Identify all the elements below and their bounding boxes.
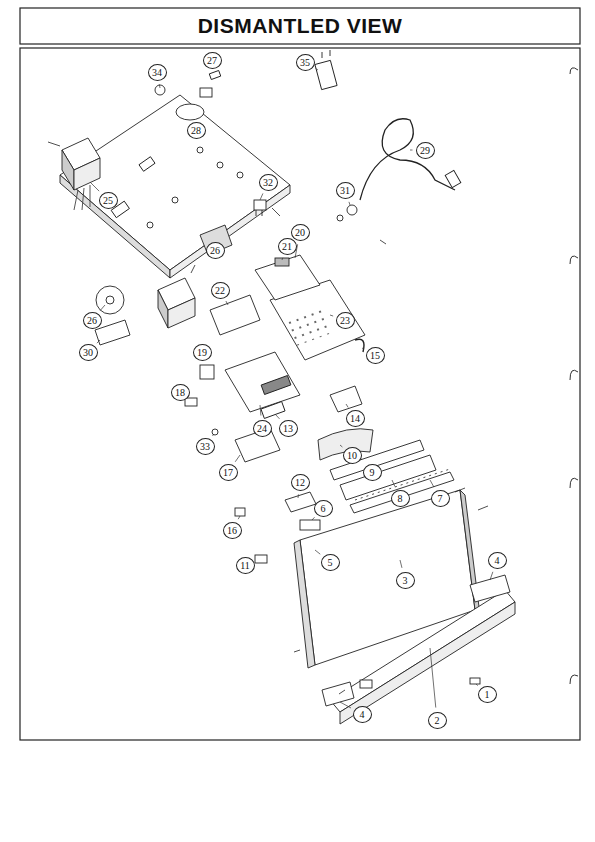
callout-number: 18 xyxy=(171,384,190,401)
callout-number: 11 xyxy=(236,557,255,574)
callout-number: 30 xyxy=(79,344,98,361)
leader-line xyxy=(100,305,105,311)
page-title: DISMANTLED VIEW xyxy=(20,8,580,44)
leader-line xyxy=(90,182,99,191)
callout-number: 35 xyxy=(296,54,315,71)
callout-number: 31 xyxy=(336,182,355,199)
callout-number: 25 xyxy=(99,192,118,209)
chassis-plate xyxy=(60,95,290,270)
callout-number: 8 xyxy=(391,490,410,507)
callout-number: 2 xyxy=(428,712,447,729)
callout-number: 22 xyxy=(211,282,230,299)
callout-number: 26 xyxy=(83,312,102,329)
leader-line xyxy=(349,202,350,205)
leader-line xyxy=(476,684,478,686)
callout-number: 14 xyxy=(346,410,365,427)
leader-line xyxy=(316,69,318,70)
callout-number: 3 xyxy=(396,572,415,589)
leader-line xyxy=(260,193,263,200)
leader-line xyxy=(410,150,413,151)
callout-number: 12 xyxy=(291,474,310,491)
parts xyxy=(60,50,515,724)
callout-number: 4 xyxy=(353,706,372,723)
leader-line xyxy=(312,517,315,520)
leader-line xyxy=(392,480,395,487)
leader-line xyxy=(330,315,333,316)
drawing-frame xyxy=(20,48,580,740)
callout-number: 16 xyxy=(223,522,242,539)
binding-marks xyxy=(570,68,578,684)
leader-line xyxy=(282,258,284,260)
callout-number: 13 xyxy=(279,420,298,437)
leader-line xyxy=(400,560,402,568)
callout-number: 24 xyxy=(253,420,272,437)
front-panel xyxy=(330,590,515,712)
leader-line xyxy=(362,348,364,349)
leader-line xyxy=(490,572,493,580)
leader-line xyxy=(226,301,228,305)
callout-number: 32 xyxy=(259,174,278,191)
callout-number: 4 xyxy=(488,552,507,569)
callout-number: 15 xyxy=(366,347,385,364)
callout-number: 27 xyxy=(203,52,222,69)
leader-line xyxy=(235,455,240,462)
callout-number: 21 xyxy=(278,238,297,255)
leader-line xyxy=(430,648,436,708)
callout-number: 28 xyxy=(187,122,206,139)
leader-line xyxy=(97,340,100,343)
callout-number: 5 xyxy=(321,554,340,571)
callout-number: 10 xyxy=(343,447,362,464)
leader-line xyxy=(346,404,348,407)
callout-number: 19 xyxy=(193,344,212,361)
leader-line xyxy=(315,550,320,554)
leader-line xyxy=(238,516,240,519)
title-frame xyxy=(20,8,580,44)
callout-number: 17 xyxy=(219,464,238,481)
screws xyxy=(48,142,488,694)
callout-number: 34 xyxy=(148,64,167,81)
callout-number: 20 xyxy=(291,224,310,241)
leader-line xyxy=(340,445,342,447)
callout-number: 1 xyxy=(478,686,497,703)
leader-line xyxy=(213,434,215,436)
callout-number: 29 xyxy=(416,142,435,159)
leader-line xyxy=(298,494,299,498)
leader-line xyxy=(340,702,351,708)
callout-number: 9 xyxy=(363,464,382,481)
callout-number: 6 xyxy=(314,500,333,517)
callout-number: 7 xyxy=(431,490,450,507)
leader-line xyxy=(260,405,262,416)
callout-number: 26 xyxy=(206,242,225,259)
callout-number: 33 xyxy=(196,438,215,455)
leader-line xyxy=(430,480,434,487)
leader-line xyxy=(159,84,161,88)
leader-line xyxy=(275,414,279,419)
callout-number: 23 xyxy=(336,312,355,329)
